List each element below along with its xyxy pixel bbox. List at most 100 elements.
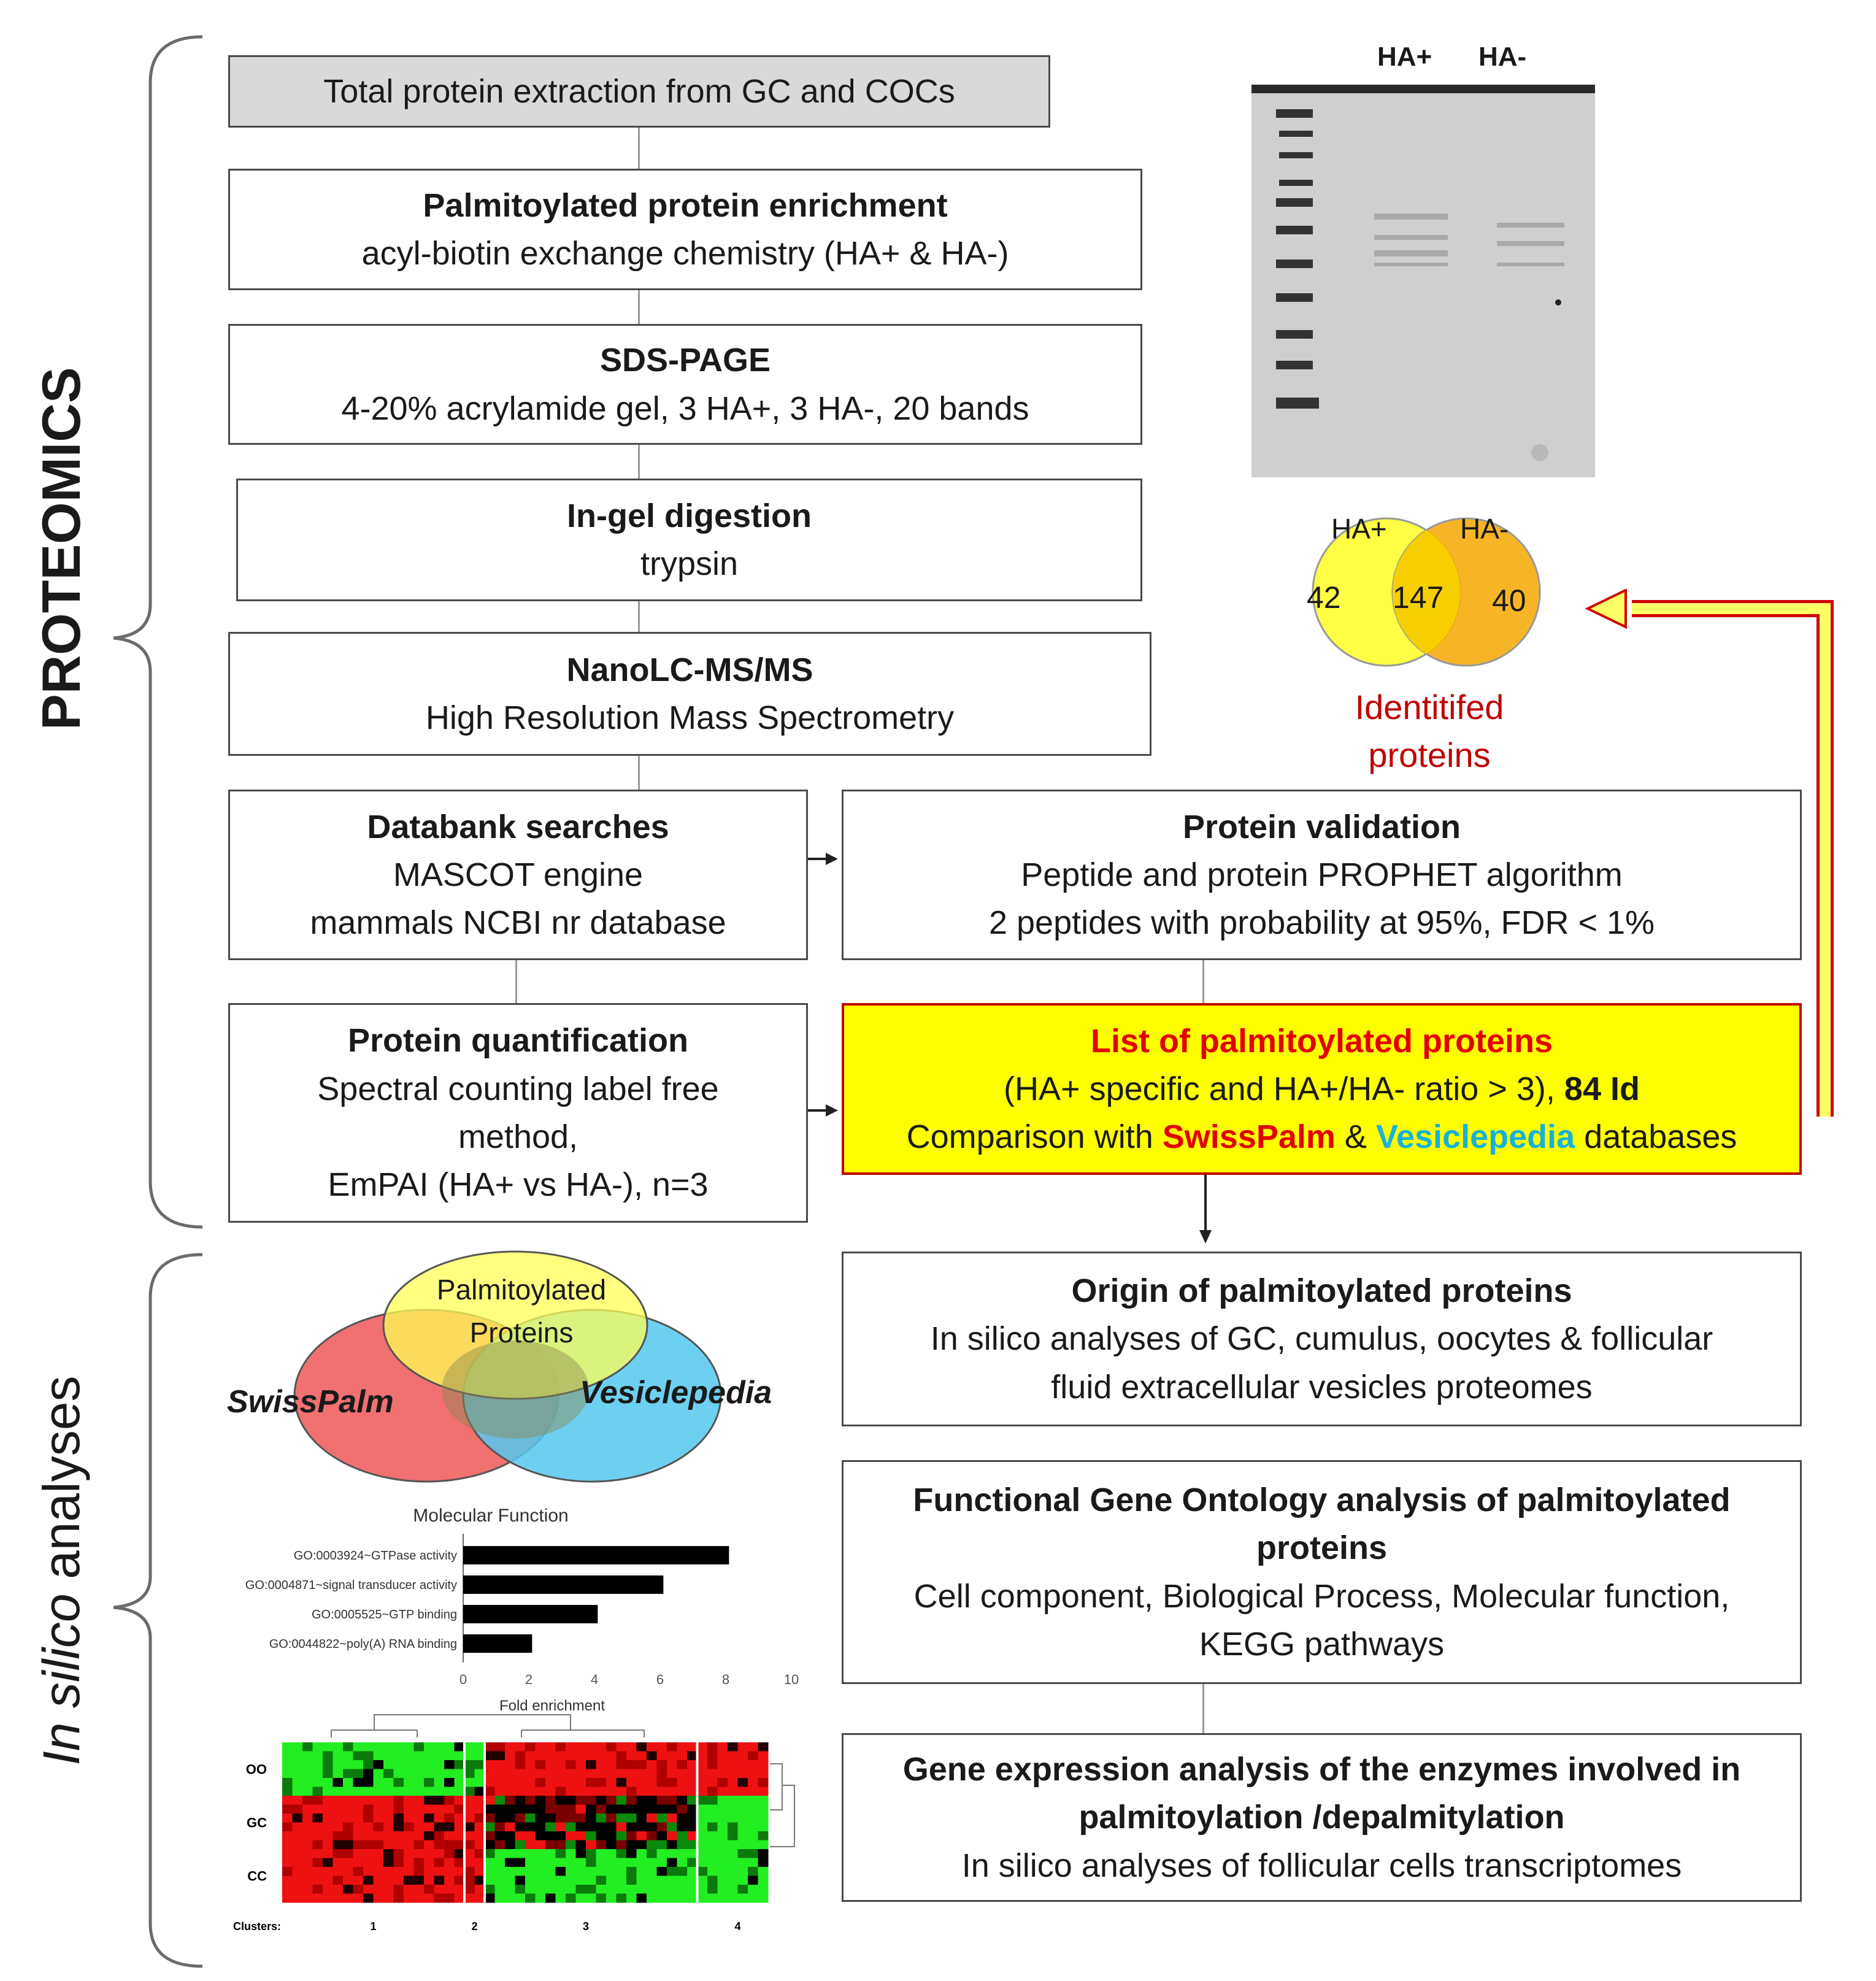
heatmap-cell [575, 1751, 586, 1761]
heatmap-cell [404, 1858, 414, 1868]
heatmap-cell [363, 1742, 374, 1752]
heatmap-cell [636, 1858, 647, 1868]
cluster-divider [696, 1742, 699, 1902]
heatmap-cell [677, 1769, 688, 1779]
heatmap-cell [323, 1885, 333, 1894]
heatmap-cell [282, 1796, 293, 1805]
cluster-divider [483, 1742, 486, 1902]
heatmap-cell [404, 1814, 414, 1823]
heatmap-cell [302, 1822, 313, 1832]
heatmap-cell [758, 1742, 769, 1752]
heatmap-cell [393, 1742, 404, 1752]
databank-line2: mammals NCBI nr database [310, 904, 726, 942]
expression-title2: palmitoylation /depalmitylation [1078, 1799, 1565, 1836]
heatmap-cell [758, 1893, 769, 1903]
heatmap-cell [363, 1867, 374, 1876]
heatmap-cell [737, 1849, 748, 1858]
bar-label: GO:0003924~GTPase activity [294, 1549, 457, 1563]
heatmap-cell [545, 1822, 556, 1832]
heatmap-cell [485, 1849, 495, 1858]
heatmap-cell [373, 1796, 384, 1805]
heatmap-cell [535, 1751, 546, 1761]
heatmap-cell [677, 1814, 688, 1823]
heatmap-cell [656, 1814, 667, 1823]
heatmap-cell [697, 1787, 708, 1796]
heatmap-cell [383, 1893, 394, 1903]
heatmap-cell [737, 1831, 748, 1841]
heatmap-cell [302, 1751, 313, 1761]
heatmap-cell [697, 1804, 708, 1814]
x-tick-label: 6 [656, 1672, 664, 1687]
heatmap-cell [393, 1849, 404, 1858]
heatmap-cell [636, 1893, 647, 1903]
heatmap-cell [505, 1885, 515, 1894]
heatmap-cell [717, 1831, 728, 1841]
heatmap-cell [474, 1796, 485, 1805]
heatmap-cell [494, 1787, 506, 1796]
heatmap-cell [636, 1831, 647, 1841]
heatmap-cell [323, 1769, 333, 1779]
heatmap-cell [737, 1840, 748, 1850]
heatmap-cell [323, 1875, 333, 1885]
heatmap-cell [667, 1796, 677, 1805]
heatmap-cell [444, 1867, 455, 1876]
heatmap-cell [535, 1822, 546, 1832]
heatmap-cell [312, 1814, 323, 1823]
heatmap-cell [656, 1849, 667, 1858]
heatmap-cell [292, 1769, 303, 1779]
heatmap-cell [596, 1742, 607, 1752]
heatmap-cell [444, 1822, 455, 1832]
heatmap-cell [393, 1796, 404, 1805]
heatmap-cell [464, 1796, 475, 1805]
heatmap-cell [292, 1822, 303, 1832]
heatmap-cell [373, 1742, 384, 1752]
heatmap-cell [434, 1885, 445, 1894]
heatmap-cell [667, 1875, 677, 1885]
heatmap-cell [464, 1751, 475, 1761]
heatmap-cell [485, 1885, 495, 1894]
heatmap-cell [525, 1804, 536, 1814]
gel-image [1251, 85, 1595, 477]
heatmap-cell [505, 1840, 515, 1850]
heatmap-cell [413, 1885, 425, 1894]
heatmap-cell [545, 1796, 556, 1805]
venn-ha-minus-label: HA- [1460, 513, 1509, 545]
digestion-title: In-gel digestion [567, 497, 812, 534]
heatmap-cell [424, 1778, 434, 1787]
heatmap-cell [454, 1893, 465, 1903]
connector-line [638, 445, 640, 479]
heatmap-cell [353, 1751, 364, 1761]
heatmap-cell [555, 1831, 566, 1841]
heatmap-cell [353, 1804, 364, 1814]
heatmap-cell [667, 1787, 677, 1796]
heatmap-cell [373, 1849, 384, 1858]
heatmap-cell [586, 1840, 596, 1850]
heatmap-cell [333, 1867, 344, 1876]
heatmap-cell [728, 1796, 738, 1805]
heatmap-cell [667, 1840, 677, 1850]
heatmap-cell [707, 1875, 718, 1885]
heatmap-cell [667, 1742, 677, 1752]
heatmap-cell [677, 1751, 688, 1761]
heatmap-cell [687, 1778, 698, 1787]
heatmap-cell [728, 1822, 738, 1832]
heatmap-cell [393, 1867, 404, 1876]
heatmap-cell [363, 1760, 374, 1769]
heatmap-cell [737, 1742, 748, 1752]
heatmap-cell [312, 1804, 323, 1814]
heatmap-cell [687, 1760, 698, 1769]
heatmap-cell [575, 1769, 586, 1779]
heatmap-cell [525, 1831, 536, 1841]
heatmap-cell [606, 1885, 617, 1894]
heatmap-cell [413, 1804, 425, 1814]
heatmap-cell [575, 1885, 586, 1894]
heatmap-cell [677, 1778, 688, 1787]
origin-line1: In silico analyses of GC, cumulus, oocyt… [930, 1320, 1713, 1358]
heatmap-cell [515, 1778, 526, 1787]
heatmap-cell [555, 1849, 566, 1858]
heatmap-cell [312, 1742, 323, 1752]
heatmap-cell [555, 1822, 566, 1832]
heatmap-cell [505, 1769, 515, 1779]
heatmap-cell [606, 1849, 617, 1858]
heatmap-cell [494, 1804, 506, 1814]
